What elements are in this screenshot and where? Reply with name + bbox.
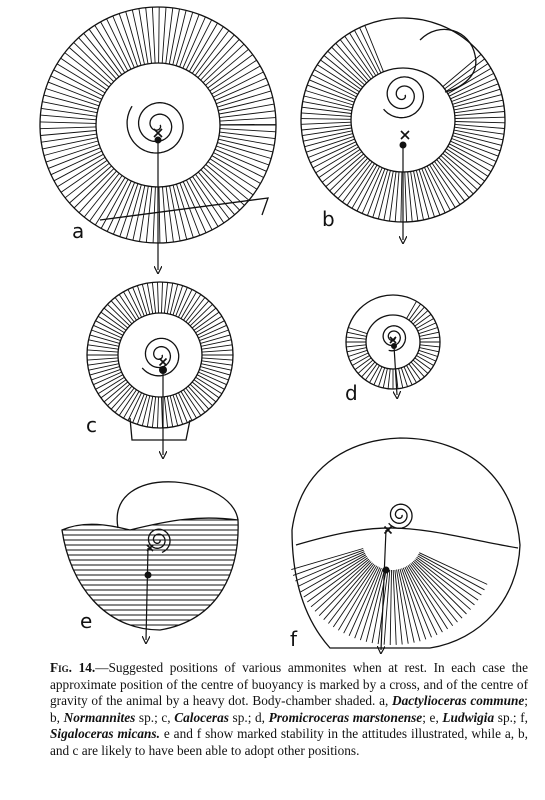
suture	[295, 527, 519, 549]
aperture	[99, 197, 269, 221]
caption-text-4: sp.; d,	[228, 709, 269, 725]
spiral	[147, 528, 171, 553]
body-chamber-outline	[61, 517, 239, 631]
panel-c	[86, 281, 234, 455]
panel-a-label: a	[72, 219, 84, 243]
ribs	[87, 281, 233, 429]
figure-caption: Fig. 14.—Suggested positions of various …	[50, 660, 528, 759]
gravity-arrow	[394, 345, 397, 395]
spiral	[126, 102, 184, 154]
panel-a	[39, 6, 277, 270]
species-c: Caloceras	[174, 709, 229, 725]
gravity-arrow	[381, 529, 387, 650]
buoyancy-cross	[389, 336, 397, 344]
buoyancy-cross	[158, 357, 168, 367]
spiral	[388, 503, 413, 529]
gravity-dot	[382, 566, 390, 574]
ribs	[291, 548, 488, 646]
panel-b-label: b	[322, 207, 335, 231]
panel-e	[61, 481, 239, 640]
caption-text-2: ; b,	[50, 693, 528, 725]
panel-b	[300, 17, 506, 240]
spiral	[382, 325, 407, 352]
body-chamber	[129, 417, 191, 441]
species-d: Promicroceras marstonense	[268, 709, 423, 725]
lappet	[419, 28, 477, 93]
caption-text-7: e and f show marked stability in the att…	[50, 726, 528, 758]
buoyancy-cross	[153, 128, 163, 138]
spiral	[383, 76, 425, 119]
ribs	[39, 6, 277, 244]
ammonite-figure: a b c d e f	[39, 6, 521, 655]
species-f: Sigaloceras micans.	[50, 726, 160, 741]
shell-outline	[291, 437, 521, 649]
ribs	[346, 301, 440, 389]
whorl-inner	[365, 314, 421, 370]
panel-d	[345, 294, 441, 395]
caption-text-1: In each case the approximate position of…	[50, 660, 528, 708]
caption-fig-number: Fig. 14.	[50, 660, 96, 675]
panel-f-label: f	[290, 627, 298, 651]
ribs	[300, 25, 506, 223]
upper-whorl	[116, 481, 239, 529]
panel-c-label: c	[86, 413, 97, 437]
species-a: Dactylioceras commune	[392, 693, 525, 708]
caption-text-5: ; e,	[422, 709, 443, 725]
species-b: Normannites	[63, 709, 136, 725]
caption-heading: —Suggested positions of various ammonite…	[95, 660, 427, 675]
gravity-arrow	[146, 547, 148, 640]
panel-e-label: e	[80, 609, 92, 633]
panel-f	[291, 437, 521, 650]
buoyancy-cross	[400, 130, 410, 140]
caption-text-3: sp.; c,	[135, 709, 175, 725]
whorl-inner	[117, 312, 203, 398]
caption-text-6: sp.; f,	[494, 709, 528, 725]
panel-d-label: d	[345, 381, 358, 405]
species-e: Ludwigia	[442, 709, 495, 725]
